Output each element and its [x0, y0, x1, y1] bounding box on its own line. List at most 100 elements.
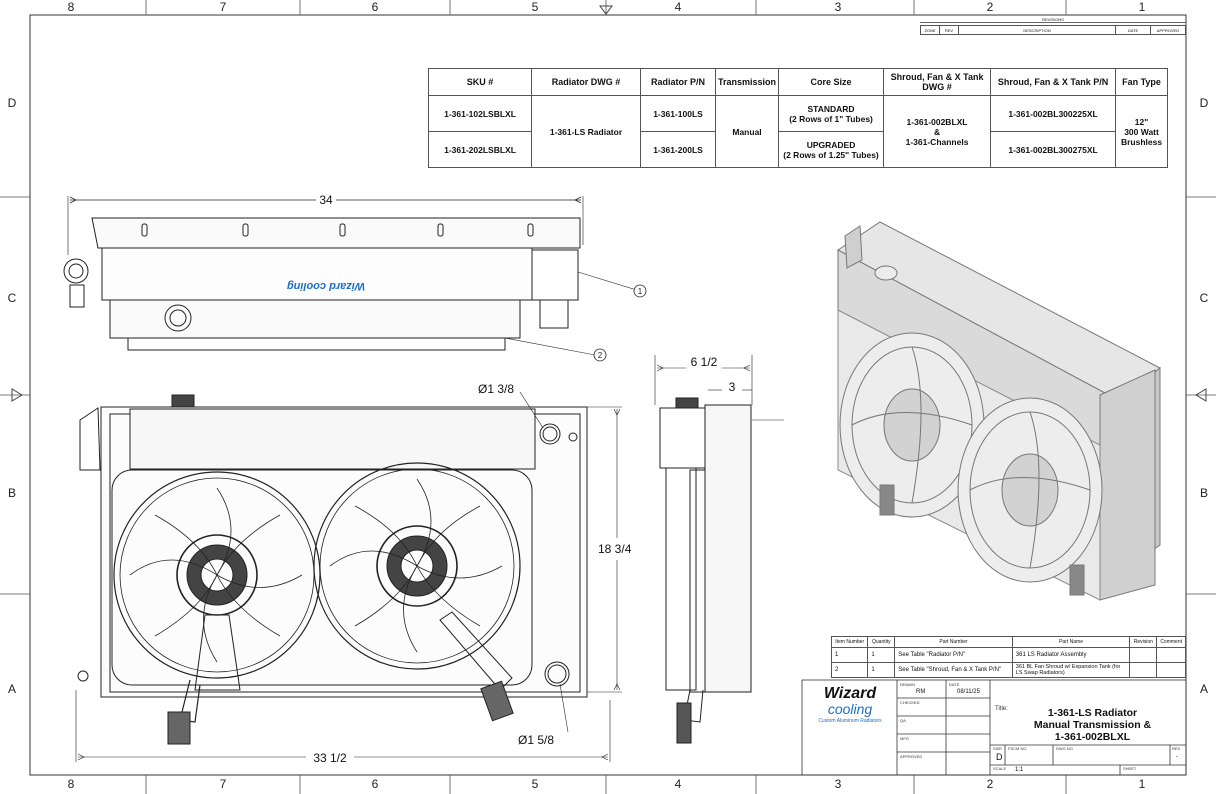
col-label-1-bottom: 1: [1139, 777, 1146, 791]
scale-value: 1:1: [1015, 767, 1024, 773]
col-label-6: 6: [372, 0, 379, 14]
rev-label: REV: [1172, 746, 1181, 751]
bom-header-name: Part Name: [1011, 636, 1131, 648]
sku-row-1: 1-361-102LSBLXL 1-361-LS Radiator 1-361-…: [428, 95, 1168, 168]
bom-header-comment: Comment: [1156, 636, 1186, 648]
logo-main: Wizard: [823, 685, 877, 702]
front-dims: [75, 391, 622, 762]
dim-hole-top: Ø1 3/8: [478, 382, 514, 396]
core-2-line1: UPGRADED: [806, 139, 856, 150]
bom-part: See Table "Shroud, Fan & X Tank P/N": [894, 662, 1013, 678]
bom-item: 1: [830, 647, 869, 663]
bom-comment: [1156, 662, 1186, 678]
header-sku: SKU #: [428, 68, 532, 96]
isometric-fan-right: [957, 397, 1103, 596]
col-label-6-bottom: 6: [372, 777, 379, 791]
title-line-2: Manual Transmission &: [1033, 719, 1152, 731]
col-label-8-bottom: 8: [68, 777, 75, 791]
shroud-pn-2: 1-361-002BL300275XL: [990, 131, 1117, 168]
col-label-7: 7: [220, 0, 227, 14]
radiator-pn-2: 1-361-200LS: [640, 131, 716, 168]
dim-top-width: 34: [319, 193, 333, 207]
dim-front-width: 33 1/2: [313, 751, 347, 765]
bom-comment: [1156, 647, 1186, 663]
rev-col-zone: ZONE: [920, 25, 940, 35]
bom-table: Item Number Quantity Part Number Part Na…: [830, 636, 1186, 678]
row-label-c-right: C: [1200, 291, 1209, 305]
shroud-dwg: 1-361-002BLXL&1-361-Channels: [883, 95, 992, 168]
bom-item: 2: [830, 662, 869, 678]
dim-front-height: 18 3/4: [598, 542, 632, 556]
col-label-4: 4: [675, 0, 682, 14]
bom-qty: 1: [867, 647, 896, 663]
bom-part: See Table "Radiator P/N": [894, 647, 1013, 663]
center-mark-right: [1195, 388, 1207, 402]
title-line-1: 1-361-LS Radiator: [1047, 707, 1138, 719]
bom-header-row: Item Number Quantity Part Number Part Na…: [830, 636, 1186, 648]
bom-name: 361 LS Radiator Assembly: [1011, 647, 1131, 663]
col-label-2: 2: [987, 0, 994, 14]
approved-label: APPROVED: [900, 754, 923, 759]
isometric-fan-left: [839, 332, 985, 518]
bom-header-part: Part Number: [894, 636, 1013, 648]
fan-line3: Brushless: [1120, 136, 1163, 147]
sku-table: SKU # Radiator DWG # Radiator P/N Transm…: [428, 68, 1168, 168]
rev-col-date: DATE: [1115, 25, 1151, 35]
bom-revision: [1129, 662, 1158, 678]
logo-sub: cooling: [827, 701, 873, 717]
size-label: SIZE: [993, 746, 1002, 751]
center-mark-left: [11, 388, 23, 402]
checked-label: CHECKED: [900, 700, 920, 705]
col-label-5-bottom: 5: [532, 777, 539, 791]
balloon-1-label: 1: [638, 287, 643, 296]
bom-revision: [1129, 647, 1158, 663]
dim-side-depth: 6 1/2: [691, 355, 718, 369]
radiator-dwg: 1-361-LS Radiator: [531, 95, 641, 168]
core-1-line1: STANDARD: [807, 103, 855, 114]
scale-label: SCALE: [993, 766, 1007, 771]
core-size-1: STANDARD(2 Rows of 1" Tubes): [778, 95, 885, 132]
balloon-group: [593, 284, 647, 362]
side-view: [654, 355, 784, 744]
row-label-d: D: [8, 96, 17, 110]
dim-hole-bottom: Ø1 5/8: [518, 733, 554, 747]
sku-1: 1-361-102LSBLXL: [428, 95, 532, 132]
header-shroud-dwg: Shroud, Fan & X Tank DWG #: [883, 68, 992, 96]
dim-side-core: 3: [729, 380, 736, 394]
drawn-date: 08/11/25: [957, 689, 980, 695]
rev-col-rev: REV: [939, 25, 959, 35]
top-view: [63, 196, 641, 356]
bom-row: 1 1 See Table "Radiator P/N" 361 LS Radi…: [830, 647, 1186, 663]
bom-qty: 1: [867, 662, 896, 678]
balloon-1: [633, 284, 647, 298]
front-fan-left: [113, 471, 321, 745]
dwg-label: DWG NO: [1056, 746, 1073, 751]
shroud-dwg-line1: 1-361-002BLXL: [906, 116, 968, 127]
col-label-4-bottom: 4: [675, 777, 682, 791]
row-label-c: C: [8, 291, 17, 305]
sheet-size: D: [996, 752, 1003, 762]
row-label-b: B: [8, 486, 16, 500]
date-label: DATE: [949, 682, 960, 687]
col-label-5: 5: [532, 0, 539, 14]
col-label-1: 1: [1139, 0, 1146, 14]
sku-row-2: 1-361-202LSBLXL 1-361-200LS UPGRADED(2 R…: [428, 131, 1168, 168]
logo-tagline: Custom Aluminum Radiators: [818, 718, 882, 724]
company-logo: Wizard cooling Custom Aluminum Radiators: [808, 686, 892, 742]
core-1-line2: (2 Rows of 1" Tubes): [789, 113, 873, 124]
bom-header-item: Item Number: [830, 636, 869, 648]
balloon-2-label: 2: [598, 351, 603, 360]
col-label-7-bottom: 7: [220, 777, 227, 791]
bom-row: 2 1 See Table "Shroud, Fan & X Tank P/N"…: [830, 662, 1186, 678]
col-label-3: 3: [835, 0, 842, 14]
rev-col-approved: APPROVED: [1150, 25, 1186, 35]
revisions-title: REVISIONS: [920, 17, 1186, 23]
row-label-a-right: A: [1200, 682, 1208, 696]
header-core-size: Core Size: [778, 68, 885, 96]
transmission: Manual: [714, 95, 780, 168]
fan-line1: 12": [1134, 116, 1149, 127]
title-label: Title:: [995, 706, 1008, 712]
col-label-2-bottom: 2: [987, 777, 994, 791]
